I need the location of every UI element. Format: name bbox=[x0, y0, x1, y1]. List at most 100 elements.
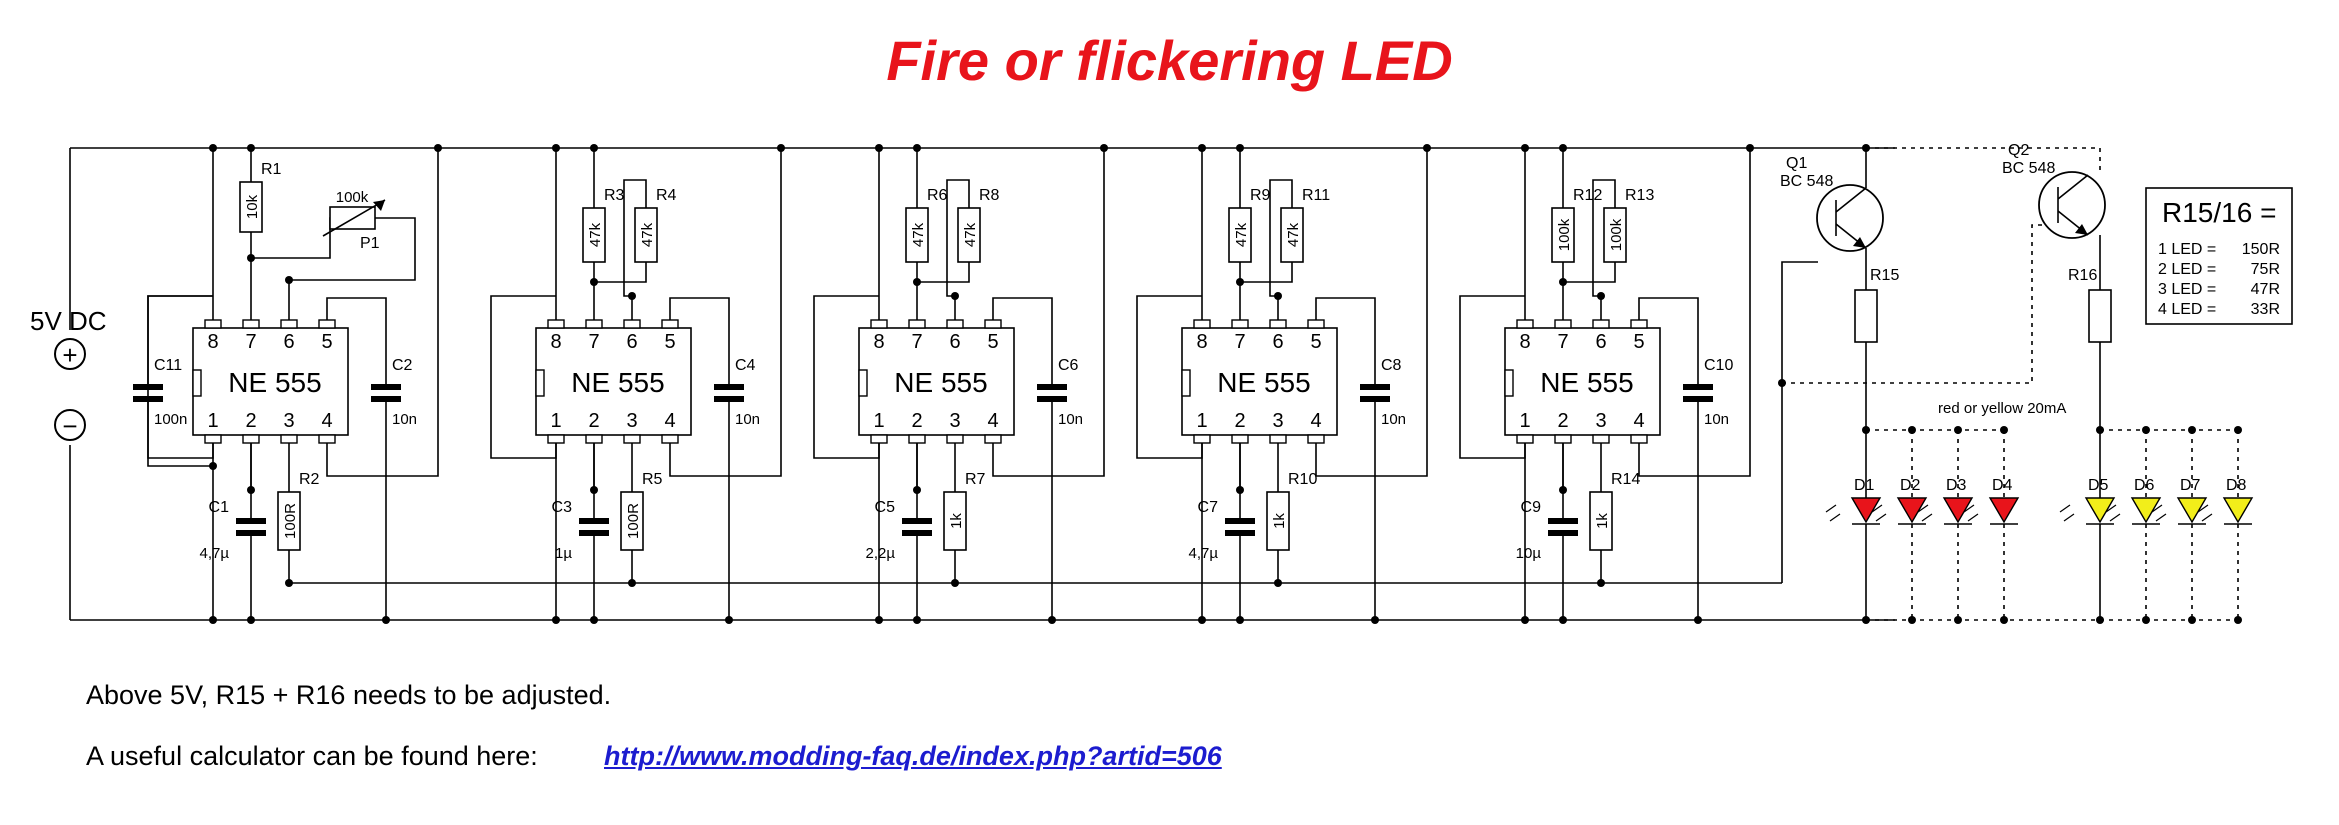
led-light-ray bbox=[1963, 504, 1975, 513]
ic-pin-top bbox=[1592, 319, 1610, 329]
resistor-label: R8 bbox=[979, 187, 1000, 204]
resistor-label: R13 bbox=[1625, 187, 1654, 204]
led-light-ray bbox=[1829, 513, 1841, 522]
table-row-value: 47R bbox=[2251, 281, 2280, 298]
wire bbox=[147, 295, 213, 384]
ic-pin-bottom bbox=[318, 434, 336, 444]
wire bbox=[326, 148, 439, 477]
capacitor-label: C9 bbox=[1521, 499, 1542, 516]
capacitor-label: C7 bbox=[1198, 499, 1219, 516]
wire bbox=[1563, 262, 1616, 283]
transistor-body bbox=[2038, 171, 2106, 239]
ic-label: NE 555 bbox=[1540, 367, 1633, 398]
led-light-ray bbox=[2063, 513, 2075, 522]
transistor-label: Q1 bbox=[1786, 155, 1807, 172]
capacitor-plate bbox=[1037, 396, 1067, 402]
ic-pin-top bbox=[204, 319, 222, 329]
ic-pin-top bbox=[1630, 319, 1648, 329]
capacitor-value: 4,7µ bbox=[200, 545, 230, 562]
junction-dot bbox=[209, 462, 217, 470]
pin-number: 8 bbox=[1196, 331, 1207, 353]
led-light-ray bbox=[1875, 513, 1887, 522]
junction-dot bbox=[247, 144, 255, 152]
resistor-value: 1k bbox=[948, 513, 965, 529]
pin-number: 2 bbox=[245, 410, 256, 432]
ic-pin-bottom bbox=[1516, 434, 1534, 444]
junction-dot bbox=[1521, 616, 1529, 624]
resistor bbox=[2088, 289, 2112, 343]
pin-number: 7 bbox=[911, 331, 922, 353]
ic-pin-top bbox=[661, 319, 679, 329]
capacitor-plate bbox=[371, 384, 401, 390]
junction-dot bbox=[875, 144, 883, 152]
ic-pin-top bbox=[1231, 319, 1249, 329]
pin-number: 6 bbox=[1595, 331, 1606, 353]
plus-sign: + bbox=[62, 340, 77, 370]
ic-555-body bbox=[858, 327, 1015, 436]
led-light-ray bbox=[1825, 504, 1837, 513]
wire bbox=[1269, 179, 1293, 297]
ic-pin-bottom bbox=[1193, 434, 1211, 444]
led-symbol bbox=[1850, 497, 1882, 524]
ic-pin-top bbox=[1516, 319, 1534, 329]
ic-pin-top bbox=[547, 319, 565, 329]
wire bbox=[992, 297, 1053, 384]
ic-pin-top bbox=[946, 319, 964, 329]
ic-pin-bottom bbox=[204, 434, 222, 444]
capacitor-plate bbox=[714, 396, 744, 402]
resistor-label: R14 bbox=[1611, 471, 1640, 488]
resistor-label: R6 bbox=[927, 187, 948, 204]
led-light-ray bbox=[1967, 513, 1979, 522]
ic-pin-bottom bbox=[623, 434, 641, 444]
ic-notch bbox=[192, 369, 202, 397]
capacitor-label: C2 bbox=[392, 357, 413, 374]
pin-number: 4 bbox=[321, 410, 332, 432]
resistor-label: R15 bbox=[1870, 267, 1899, 284]
capacitor-label: C3 bbox=[552, 499, 573, 516]
calculator-link[interactable]: http://www.modding-faq.de/index.php?arti… bbox=[604, 741, 1222, 771]
capacitor-label: C11 bbox=[154, 357, 182, 374]
ic-label: NE 555 bbox=[228, 367, 321, 398]
resistor-value: 100k bbox=[1608, 218, 1625, 251]
resistor-value: 100R bbox=[282, 503, 299, 539]
resistor-label: R3 bbox=[604, 187, 625, 204]
capacitor-value: 10n bbox=[392, 411, 417, 428]
resistor-value: 47k bbox=[910, 222, 927, 247]
led-label: D1 bbox=[1854, 477, 1875, 494]
pin-number: 4 bbox=[987, 410, 998, 432]
ic-pin-bottom bbox=[1554, 434, 1572, 444]
capacitor-plate bbox=[371, 396, 401, 402]
pot-label: P1 bbox=[360, 235, 380, 252]
resistor-label: R11 bbox=[1302, 187, 1330, 204]
ic-pin-bottom bbox=[1630, 434, 1648, 444]
q2-base-wire bbox=[1782, 224, 2062, 384]
resistor-label: R10 bbox=[1288, 471, 1317, 488]
transistor-label: Q2 bbox=[2008, 142, 2029, 159]
junction-dot bbox=[1236, 616, 1244, 624]
ic-pin-bottom bbox=[280, 434, 298, 444]
pot-arrow bbox=[373, 200, 385, 211]
junction-dot bbox=[434, 144, 442, 152]
ic-pin-bottom bbox=[908, 434, 926, 444]
led-light-ray bbox=[2201, 513, 2213, 522]
junction-dot bbox=[628, 292, 636, 300]
led-light-ray bbox=[2105, 504, 2117, 513]
capacitor-plate bbox=[1548, 518, 1578, 524]
junction-dot bbox=[247, 486, 255, 494]
led-light-ray bbox=[2197, 504, 2209, 513]
ic-pin-top bbox=[908, 319, 926, 329]
pin-number: 6 bbox=[283, 331, 294, 353]
capacitor-value: 100n bbox=[154, 411, 187, 428]
pin-number: 5 bbox=[987, 331, 998, 353]
capacitor-value: 1µ bbox=[555, 545, 572, 562]
capacitor-label: C10 bbox=[1704, 357, 1733, 374]
resistor-value: 100R bbox=[625, 503, 642, 539]
wire bbox=[1638, 148, 1751, 477]
led-symbol bbox=[2130, 497, 2162, 524]
ic-pin-top bbox=[1554, 319, 1572, 329]
pin-number: 2 bbox=[1234, 410, 1245, 432]
pin-number: 6 bbox=[1272, 331, 1283, 353]
led-note: red or yellow 20mA bbox=[1938, 400, 2066, 417]
led-symbol bbox=[2084, 497, 2116, 524]
junction-dot bbox=[913, 616, 921, 624]
